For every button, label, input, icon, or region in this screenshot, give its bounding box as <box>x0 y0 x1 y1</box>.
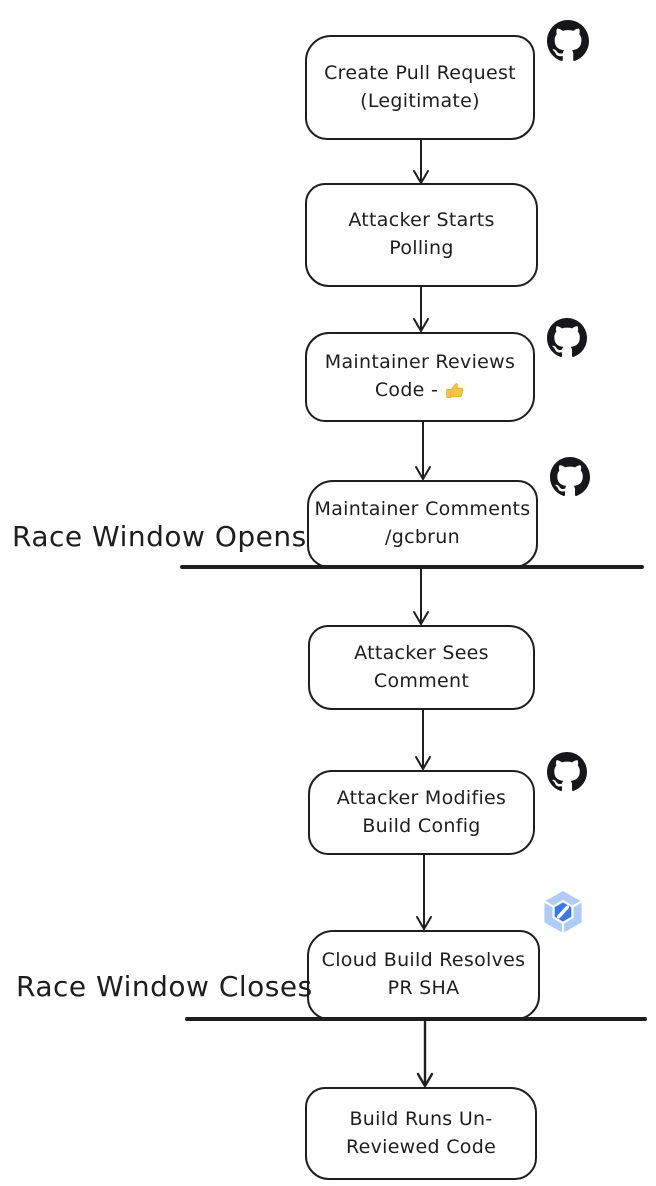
race-window-closes-line <box>185 1017 647 1021</box>
race-window-opens-line <box>180 565 644 569</box>
node-text: Build Config <box>362 814 481 837</box>
github-icon <box>550 457 590 497</box>
node-text: Comment <box>373 669 470 692</box>
node-text: Maintainer Comments <box>314 498 531 521</box>
thumbs-up-emoji <box>446 383 464 398</box>
node-attacker-starts-polling: Attacker Starts Polling <box>305 183 538 287</box>
node-attacker-sees-comment: Attacker Sees Comment <box>308 625 535 710</box>
arrow-down-icon <box>413 138 429 185</box>
node-text: Build Runs Un- <box>349 1107 493 1130</box>
race-window-opens-label: Race Window Opens <box>12 520 307 553</box>
arrow-down-icon <box>413 287 429 333</box>
node-text: Reviewed Code <box>345 1135 497 1158</box>
node-text: PR SHA <box>387 977 460 999</box>
node-text: Create Pull Request <box>324 61 516 84</box>
node-text: Cloud Build Resolves <box>321 949 526 972</box>
node-text: Attacker Modifies <box>336 786 507 809</box>
node-maintainer-reviews-code: Maintainer Reviews Code - <box>305 332 535 422</box>
race-window-closes-label: Race Window Closes <box>16 970 313 1003</box>
node-cloud-build-resolves-pr-sha: Cloud Build Resolves PR SHA <box>307 930 540 1020</box>
arrow-down-icon <box>416 855 432 931</box>
node-build-runs-unreviewed-code: Build Runs Un- Reviewed Code <box>305 1087 537 1180</box>
github-icon <box>547 318 587 358</box>
node-maintainer-comments-gcbrun: Maintainer Comments /gcbrun <box>307 480 538 568</box>
node-attacker-modifies-build-config: Attacker Modifies Build Config <box>308 770 535 855</box>
node-text: Attacker Starts <box>348 209 495 232</box>
node-text: Attacker Sees <box>354 641 489 664</box>
arrow-down-icon <box>415 422 431 481</box>
node-text: Polling <box>389 237 454 259</box>
arrow-down-icon <box>416 1018 434 1088</box>
node-text: Maintainer Reviews <box>324 351 516 374</box>
arrow-down-icon <box>413 568 429 626</box>
github-icon <box>547 20 589 61</box>
cloud-build-icon <box>543 891 583 933</box>
node-text: (Legitimate) <box>360 89 480 112</box>
arrow-down-icon <box>415 710 431 771</box>
node-text: /gcbrun <box>385 526 460 548</box>
node-create-pull-request: Create Pull Request (Legitimate) <box>305 35 535 140</box>
github-icon <box>547 752 587 792</box>
node-text: Code - <box>374 379 439 401</box>
